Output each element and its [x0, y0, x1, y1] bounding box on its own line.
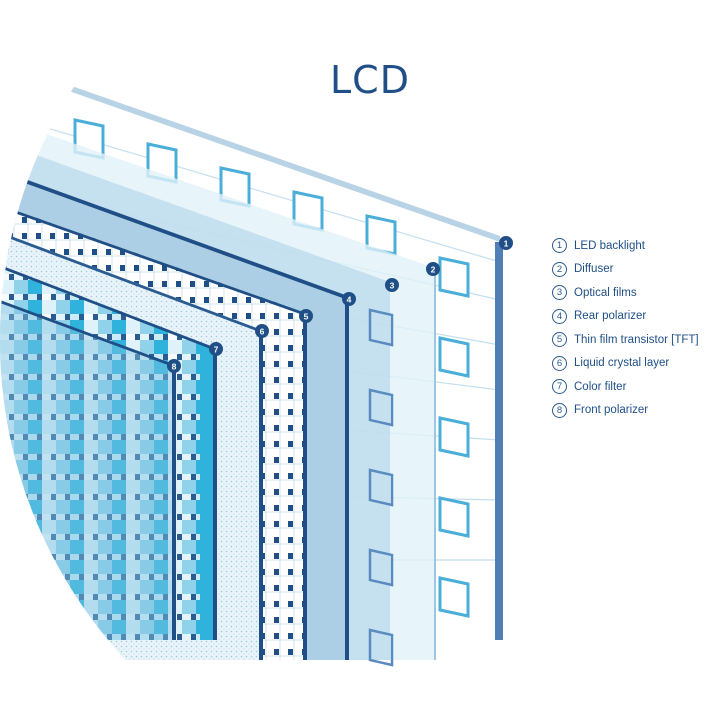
layer-color-filter	[0, 265, 217, 640]
legend-label: Thin film transistor [TFT]	[574, 333, 699, 346]
svg-text:3: 3	[390, 281, 395, 291]
legend-item-led-backlight: 1 LED backlight	[552, 234, 699, 258]
legend-label: Color filter	[574, 380, 627, 393]
legend-item-rear-polarizer: 4 Rear polarizer	[552, 305, 699, 329]
legend-item-liquid-crystal: 6 Liquid crystal layer	[552, 352, 699, 376]
marker-4: 4	[342, 292, 356, 306]
svg-text:6: 6	[260, 327, 265, 337]
svg-text:5: 5	[304, 312, 309, 322]
legend-number: 5	[552, 332, 567, 348]
legend-number: 4	[552, 308, 567, 324]
marker-2: 2	[426, 262, 440, 276]
legend-label: Front polarizer	[574, 404, 649, 417]
legend-number: 3	[552, 285, 567, 301]
svg-text:7: 7	[214, 345, 219, 355]
legend-label: LED backlight	[574, 239, 645, 252]
legend-item-optical-films: 3 Optical films	[552, 281, 699, 305]
marker-8: 8	[167, 359, 181, 373]
legend-label: Rear polarizer	[574, 310, 647, 323]
marker-1: 1	[499, 236, 513, 250]
marker-5: 5	[299, 309, 313, 323]
marker-6: 6	[255, 324, 269, 338]
legend-number: 6	[552, 355, 567, 371]
svg-text:4: 4	[347, 295, 352, 305]
svg-text:8: 8	[172, 362, 177, 372]
legend-number: 8	[552, 402, 567, 418]
legend-number: 2	[552, 261, 567, 277]
legend-label: Diffuser	[574, 263, 614, 276]
legend-number: 1	[552, 238, 567, 254]
marker-7: 7	[209, 342, 223, 356]
legend-item-front-polarizer: 8 Front polarizer	[552, 399, 699, 423]
legend-label: Optical films	[574, 286, 637, 299]
legend-item-tft: 5 Thin film transistor [TFT]	[552, 328, 699, 352]
legend-label: Liquid crystal layer	[574, 357, 670, 370]
diagram-title: LCD	[330, 58, 410, 102]
legend-item-diffuser: 2 Diffuser	[552, 258, 699, 282]
svg-text:1: 1	[504, 239, 509, 249]
legend-item-color-filter: 7 Color filter	[552, 375, 699, 399]
svg-text:2: 2	[431, 265, 436, 275]
marker-3: 3	[385, 278, 399, 292]
legend: 1 LED backlight 2 Diffuser 3 Optical fil…	[552, 234, 699, 422]
legend-number: 7	[552, 379, 567, 395]
